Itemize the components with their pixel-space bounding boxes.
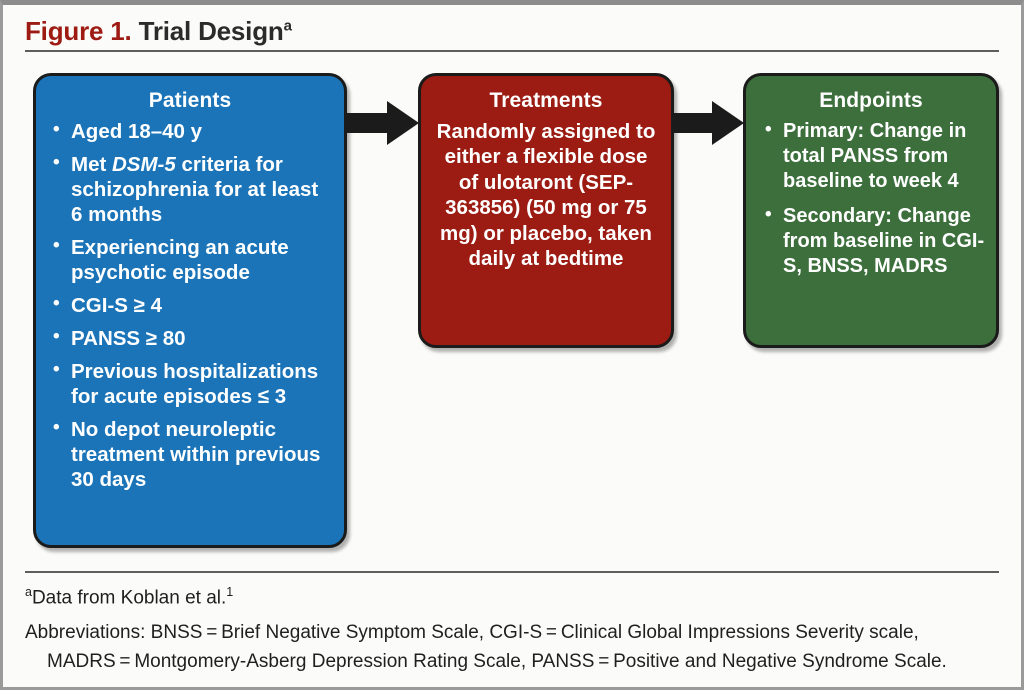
footnote-reference-number: 1 <box>226 585 234 599</box>
footnote-source: aData from Koblan et al.1 <box>25 583 1005 612</box>
treatments-box: Treatments Randomly assigned to either a… <box>418 73 674 348</box>
arrow-right-icon <box>672 101 744 145</box>
patients-item-3: CGI-S ≥ 4 <box>71 294 162 317</box>
list-item: No depot neuroleptic treatment within pr… <box>52 416 334 492</box>
arrow-right-icon <box>347 101 419 145</box>
patients-criteria-list: Aged 18–40 y Met DSM-5 criteria for schi… <box>36 118 344 492</box>
endpoints-item-1: Secondary: Change from baseline in CGI-S… <box>783 204 985 277</box>
patients-heading: Patients <box>148 89 232 112</box>
patients-item-1-post: criteria for schizophrenia for at least … <box>71 153 319 226</box>
list-item: Previous hospitalizations for acute epis… <box>52 358 334 409</box>
patients-item-2: Experiencing an acute psychotic episode <box>71 236 289 284</box>
patients-item-0: Aged 18–40 y <box>71 120 203 143</box>
list-item: CGI-S ≥ 4 <box>52 292 334 318</box>
patients-item-1-italic: DSM-5 <box>112 153 176 176</box>
list-item: Secondary: Change from baseline in CGI-S… <box>764 203 986 280</box>
endpoints-item-0: Primary: Change in total PANSS from base… <box>783 120 967 193</box>
list-item: Experiencing an acute psychotic episode <box>52 234 334 285</box>
footnote-abbreviations: Abbreviations: BNSS = Brief Negative Sym… <box>25 619 1005 675</box>
list-item: Primary: Change in total PANSS from base… <box>764 118 986 195</box>
endpoints-heading: Endpoints <box>819 89 923 112</box>
footnote-marker-a: a <box>25 585 32 599</box>
endpoints-box: Endpoints Primary: Change in total PANSS… <box>743 73 999 348</box>
treatments-body: Randomly assigned to either a flexible d… <box>436 120 656 271</box>
patients-item-6: No depot neuroleptic treatment within pr… <box>71 418 321 491</box>
list-item: Aged 18–40 y <box>52 118 334 144</box>
abbreviations-line-2: MADRS = Montgomery-Asberg Depression Rat… <box>47 650 947 672</box>
footnote-source-text: Data from Koblan et al. <box>31 587 227 609</box>
list-item: PANSS ≥ 80 <box>52 325 334 351</box>
abbreviations-line-1: Abbreviations: BNSS = Brief Negative Sym… <box>25 622 919 644</box>
patients-item-5: Previous hospitalizations for acute epis… <box>71 360 319 408</box>
treatments-heading: Treatments <box>489 89 603 112</box>
list-item: Met DSM-5 criteria for schizophrenia for… <box>52 151 334 227</box>
footnotes-block: aData from Koblan et al.1 Abbreviations:… <box>25 583 1005 676</box>
title-divider-rule <box>25 50 999 52</box>
figure-title: Figure 1. Trial Designa <box>25 16 292 47</box>
patients-box: Patients Aged 18–40 y Met DSM-5 criteria… <box>33 73 347 548</box>
patients-item-4: PANSS ≥ 80 <box>71 327 186 350</box>
endpoints-list: Primary: Change in total PANSS from base… <box>746 118 996 280</box>
footnote-divider-rule <box>25 571 999 573</box>
patients-item-1-pre: Met <box>71 153 112 176</box>
figure-number: Figure 1. <box>25 16 132 46</box>
figure-title-text: Trial Design <box>138 16 284 46</box>
figure-title-footnote-marker: a <box>283 17 292 35</box>
